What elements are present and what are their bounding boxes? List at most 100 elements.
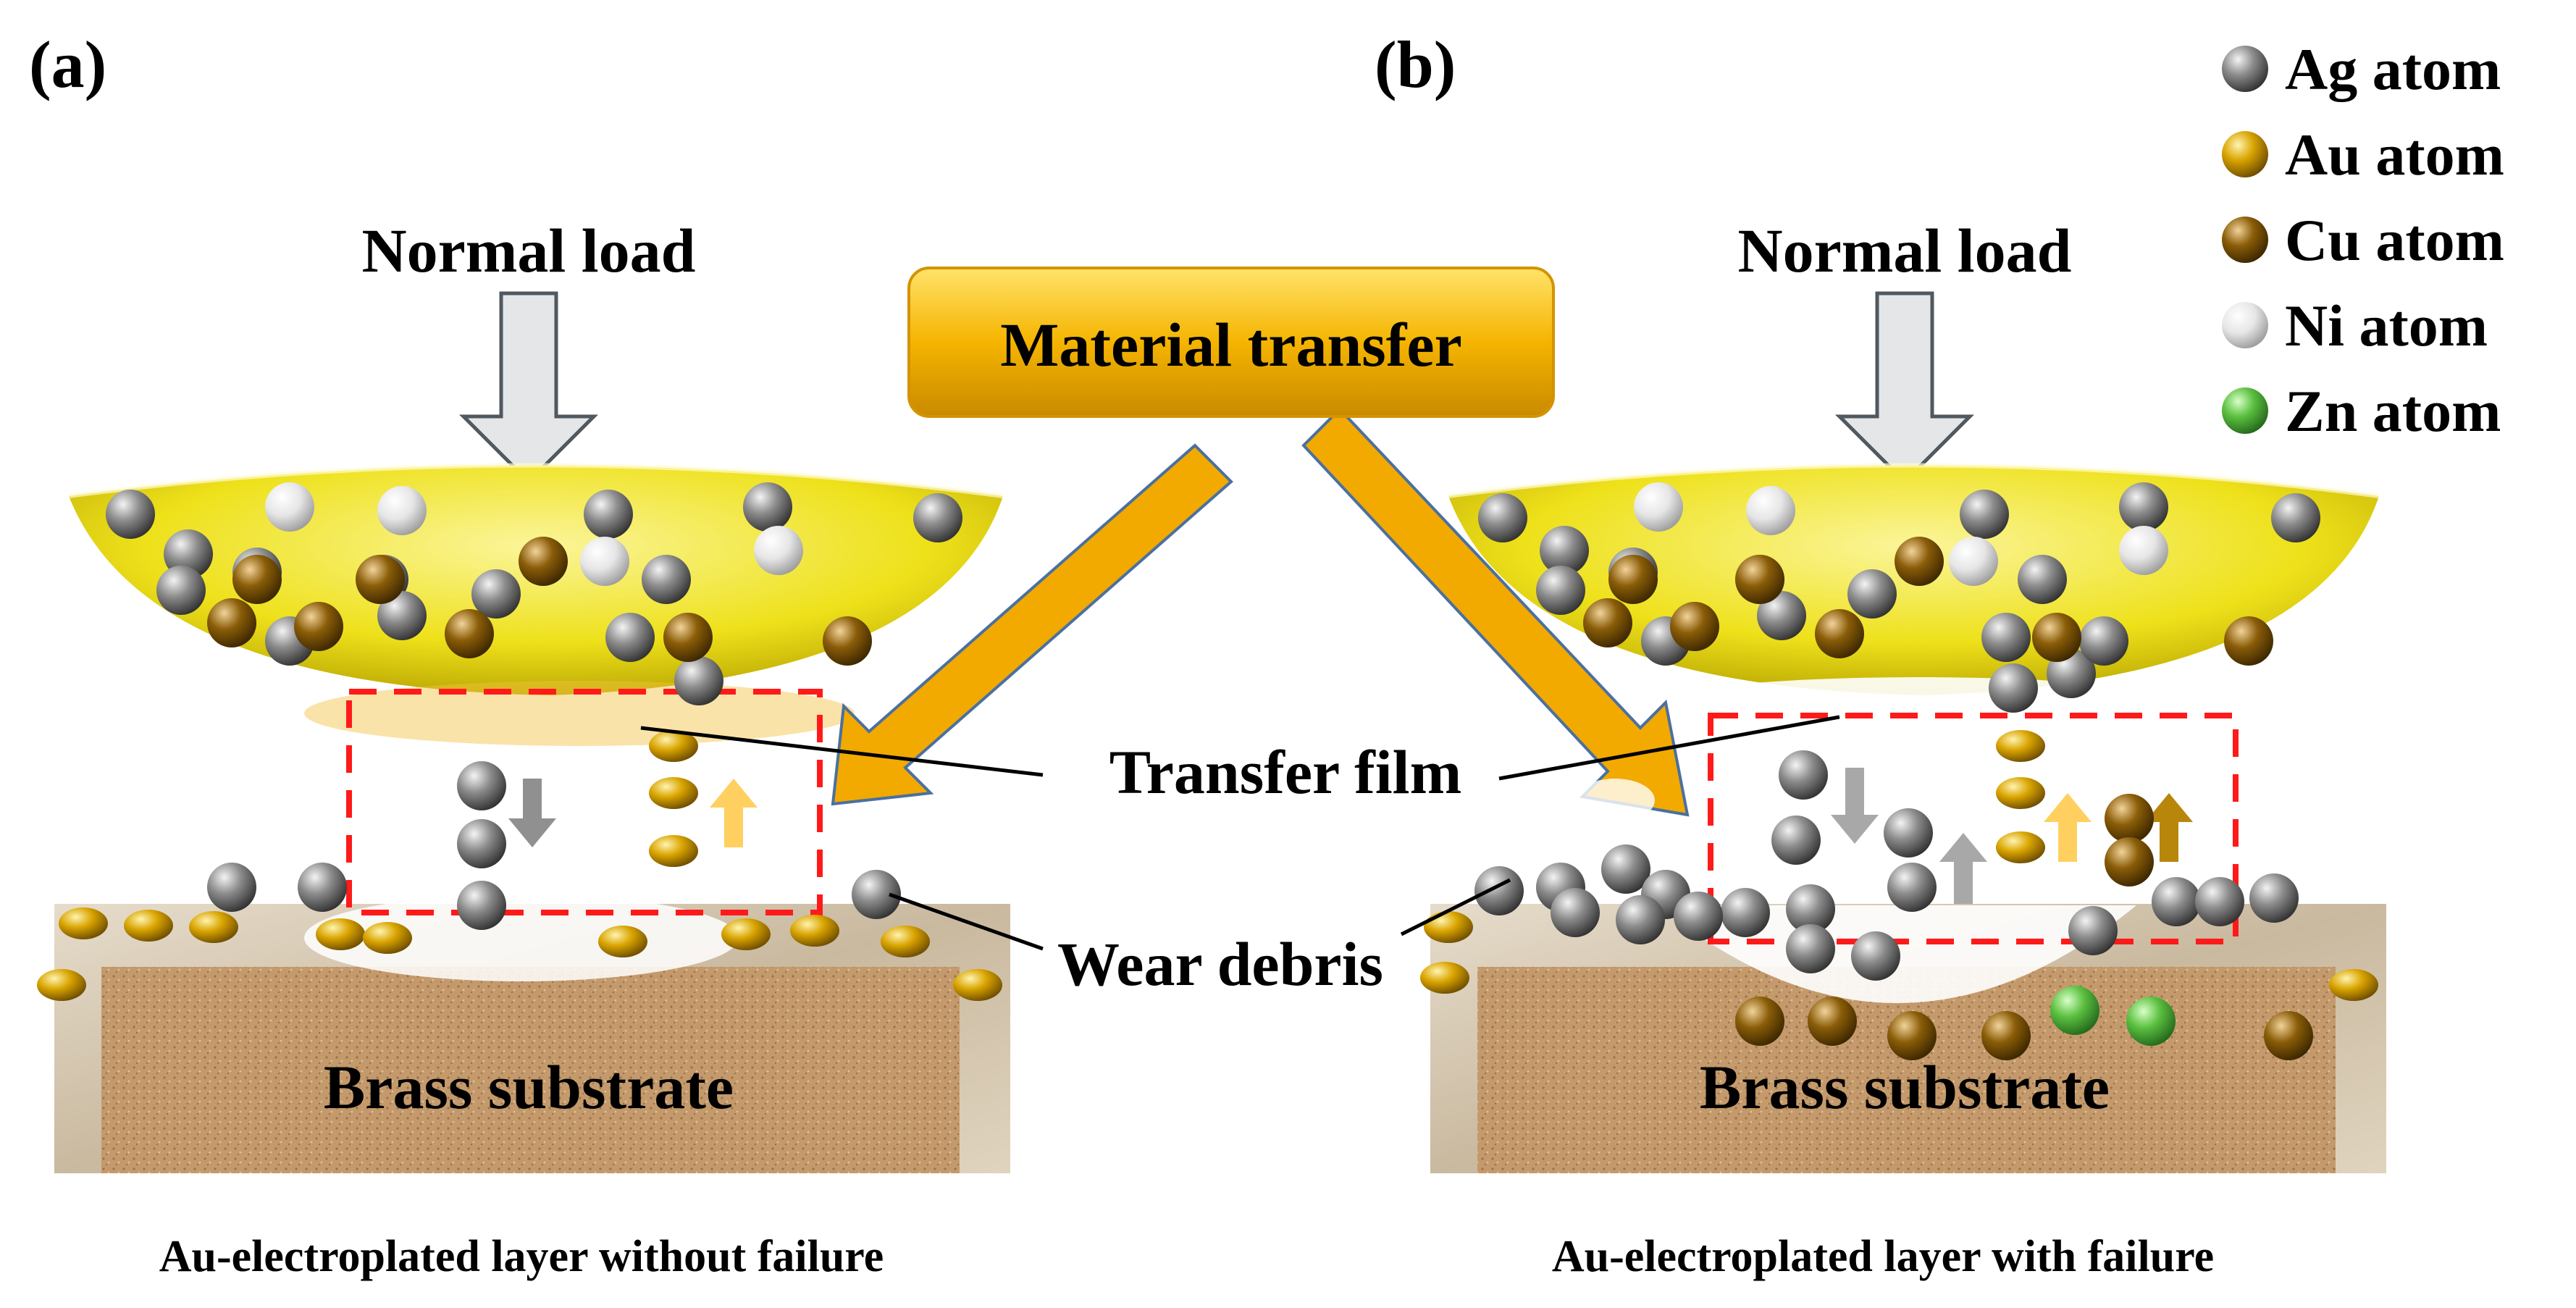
ag-atom [156, 566, 206, 615]
au-atom [1424, 911, 1473, 943]
au-atom [37, 969, 86, 1001]
ag-atom [2195, 877, 2244, 926]
cu-atom [1887, 1011, 1937, 1060]
cu-atom [1808, 997, 1857, 1046]
panel-a-au-up-arrow [710, 779, 758, 847]
cu-atom [1583, 598, 1632, 647]
cu-atom [2105, 794, 2154, 843]
ni-atom [2119, 526, 2168, 575]
ni-atom [1634, 482, 1683, 532]
panel-a-load-arrow [458, 291, 599, 485]
cu-atom [2105, 837, 2154, 886]
transfer-film-label: Transfer film [1109, 737, 1461, 807]
ag-atom [2271, 493, 2320, 542]
ag-atom [106, 490, 155, 539]
panel-b-load-arrow [1834, 291, 1975, 485]
panel-b-substrate-label: Brass substrate [1700, 1052, 2110, 1122]
cu-atom [1735, 997, 1784, 1046]
material-transfer-arrow-right [1301, 407, 1690, 817]
ag-atom [1474, 866, 1524, 915]
ag-atom [642, 555, 691, 604]
cu-atom [207, 598, 256, 647]
panel-a-caption: Au-electroplated layer without failure [159, 1232, 884, 1281]
ag-atom [743, 482, 792, 532]
ag-atom [2152, 877, 2201, 926]
ni-atom [1949, 537, 1998, 586]
au-atom [1420, 962, 1469, 994]
legend: Ag atom Au atom Cu atom Ni atom Zn atom [2222, 36, 2504, 444]
panel-b-atoms [1420, 482, 2378, 1060]
ag-atom [471, 569, 521, 619]
ag-atom [913, 493, 962, 542]
au-atom [59, 907, 108, 939]
ni-atom [580, 537, 629, 586]
ag-atom [2018, 555, 2067, 604]
cu-atom [2224, 616, 2273, 666]
ag-atom [852, 870, 901, 919]
panel-a-label: (a) [29, 28, 106, 101]
panel-b-cu-up-arrow [2145, 793, 2193, 862]
cu-atom [232, 555, 282, 604]
ag-atom [1757, 591, 1806, 640]
au-atom [2329, 969, 2378, 1001]
cu-atom [1895, 537, 1944, 586]
legend-item-au: Au atom [2285, 122, 2504, 188]
ag-atom [2068, 906, 2118, 955]
legend-item-cu: Cu atom [2285, 207, 2504, 273]
ag-atom [1478, 493, 1527, 542]
cu-atom [1981, 1011, 2031, 1060]
panel-a-substrate [101, 967, 960, 1173]
ag-atom [377, 591, 427, 640]
zn-atom [2126, 997, 2176, 1046]
ag-atom [457, 819, 506, 868]
ag-atom [1721, 888, 1770, 937]
wear-debris-label: Wear debris [1057, 929, 1383, 999]
ag-atom [1616, 895, 1665, 944]
ag-atom [457, 881, 506, 930]
au-atom [2222, 131, 2268, 177]
ag-atom [1786, 924, 1835, 973]
au-atom [1996, 777, 2045, 809]
ag-atom [1847, 569, 1897, 619]
ag-atom [1786, 884, 1835, 934]
panel-b-ag-up-arrow [1939, 833, 1987, 904]
wear-debris-leader-a [889, 892, 1044, 951]
ag-atom [2119, 482, 2168, 532]
au-atom [1996, 831, 2045, 863]
cu-atom [2032, 613, 2081, 662]
ag-atom [1536, 566, 1585, 615]
au-atom [790, 915, 839, 947]
ag-atom [1960, 490, 2009, 539]
au-atom [1996, 730, 2045, 762]
zn-atom [2222, 387, 2268, 434]
ni-atom [1746, 486, 1795, 535]
au-atom [189, 911, 238, 943]
ag-atom [1887, 863, 1937, 912]
ag-atom [584, 490, 633, 539]
ni-atom [754, 526, 803, 575]
panel-b-au-up-arrow [2044, 793, 2092, 862]
ag-atom [457, 761, 506, 810]
ag-atom [298, 863, 347, 912]
ag-atom [2249, 873, 2299, 923]
legend-item-zn: Zn atom [2285, 378, 2501, 444]
legend-item-ag: Ag atom [2285, 36, 2501, 102]
ni-atom [265, 482, 314, 532]
au-atom [721, 918, 771, 950]
cu-atom [1670, 602, 1719, 651]
material-transfer-arrow-left [831, 443, 1233, 806]
ag-atom [1981, 613, 2031, 662]
legend-item-ni: Ni atom [2285, 293, 2488, 359]
ag-atom [1989, 663, 2038, 713]
ag-atom [674, 656, 723, 705]
ag-atom [605, 613, 655, 662]
cu-atom [294, 602, 343, 651]
ag-atom [1779, 750, 1828, 800]
ni-atom [377, 486, 427, 535]
au-atom [598, 926, 647, 957]
wear-debris-leader-b [1400, 878, 1511, 936]
panel-b-ag-down-arrow [1831, 768, 1879, 844]
au-atom [649, 730, 698, 762]
